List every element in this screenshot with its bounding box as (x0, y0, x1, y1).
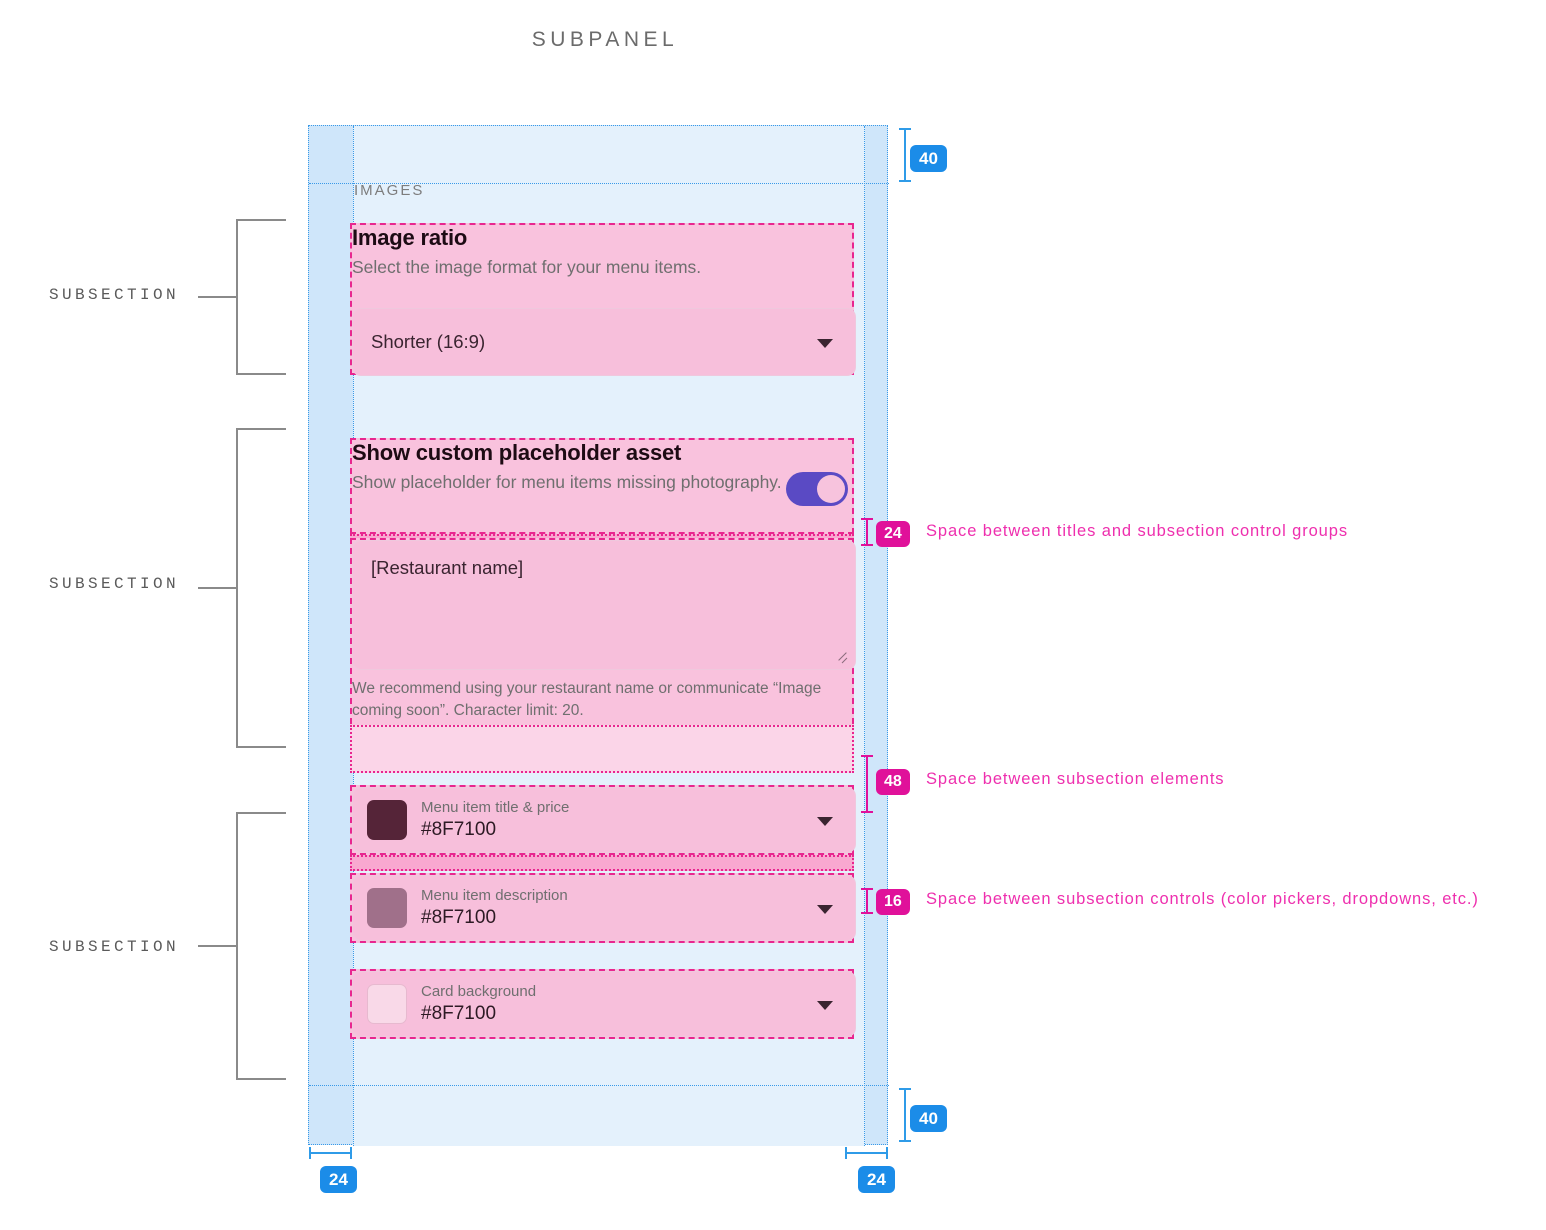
color-picker-value: #8F7100 (421, 819, 497, 841)
bracket-spine (236, 219, 238, 375)
color-picker-value: #8F7100 (421, 907, 497, 929)
color-picker-label: Menu item title & price (421, 798, 570, 816)
measure-rule-pad-left (309, 1147, 352, 1159)
subsection-colors: Menu item title & price #8F7100 Menu ite… (350, 785, 856, 1040)
padding-guide-top (309, 183, 889, 184)
color-picker-row[interactable]: Card background #8F7100 (352, 971, 856, 1038)
bracket-arm-top (236, 812, 286, 814)
measure-rule-title-gap (861, 518, 873, 546)
subsection-bracket-1 (198, 219, 286, 375)
measure-rule-pad-right (845, 1147, 888, 1159)
measure-badge-pad-bottom: 40 (910, 1105, 947, 1132)
subpanel-content: IMAGES Image ratio Select the image form… (350, 182, 856, 1040)
color-picker-row[interactable]: Menu item description #8F7100 (352, 875, 856, 942)
color-picker-label: Menu item description (421, 886, 568, 904)
bracket-connector (198, 945, 236, 947)
resize-handle-icon[interactable] (836, 652, 848, 664)
color-swatch[interactable] (367, 800, 407, 841)
chevron-down-icon (817, 905, 833, 915)
measure-badge-title-gap: 24 (876, 521, 910, 547)
textarea-helper-text: We recommend using your restaurant name … (352, 680, 822, 719)
bracket-arm-bottom (236, 746, 286, 748)
image-ratio-dropdown[interactable]: Shorter (16:9) (352, 307, 856, 376)
placeholder-text-input[interactable]: [Restaurant name] (352, 540, 856, 671)
textarea-value: [Restaurant name] (371, 557, 524, 579)
subsection-label-1: SUBSECTION (49, 286, 180, 304)
overlay-gap-48 (350, 725, 854, 774)
measure-badge-control-gap: 16 (876, 889, 910, 915)
bracket-spine (236, 812, 238, 1080)
toggle-knob (817, 474, 845, 503)
group-description: Select the image format for your menu it… (352, 257, 702, 278)
measure-rule-pad-top (899, 128, 911, 182)
chevron-down-icon (817, 1001, 833, 1011)
measure-badge-element-gap: 48 (876, 769, 910, 795)
bracket-connector (198, 587, 236, 589)
color-picker-value: #8F7100 (421, 1003, 497, 1025)
section-header-images: IMAGES (354, 182, 425, 199)
bracket-spine (236, 428, 238, 748)
measure-badge-pad-right: 24 (858, 1166, 895, 1193)
color-swatch[interactable] (367, 888, 407, 929)
color-swatch[interactable] (367, 984, 407, 1025)
spacer-between-subsections (352, 376, 856, 440)
overlay-placeholder-title (350, 437, 854, 534)
chevron-down-icon (817, 338, 833, 348)
placeholder-toggle[interactable] (786, 471, 848, 506)
measure-badge-pad-left: 24 (320, 1166, 357, 1193)
measure-badge-pad-top: 40 (910, 145, 947, 172)
subsection-bracket-3 (198, 812, 286, 1080)
bracket-connector (198, 296, 236, 298)
bracket-arm-top (236, 219, 286, 221)
bracket-arm-top (236, 428, 286, 430)
color-picker-row[interactable]: Menu item title & price #8F7100 (352, 787, 856, 854)
overlay-gap-16 (350, 855, 854, 872)
measure-rule-element-gap (861, 755, 873, 813)
page-title: SUBPANEL (531, 28, 679, 51)
group-title: Image ratio (352, 225, 468, 250)
dropdown-value: Shorter (16:9) (371, 330, 486, 352)
padding-guide-bottom (309, 1085, 889, 1086)
subsection-bracket-2 (198, 428, 286, 748)
chevron-down-icon (817, 817, 833, 827)
measure-rule-control-gap (861, 888, 873, 914)
bracket-arm-bottom (236, 373, 286, 375)
subsection-label-2: SUBSECTION (49, 575, 180, 593)
bracket-arm-bottom (236, 1078, 286, 1080)
color-picker-label: Card background (421, 982, 537, 1000)
subsection-image-ratio: Image ratio Select the image format for … (350, 223, 856, 376)
subsection-placeholder-asset: Show custom placeholder asset Show place… (350, 437, 856, 774)
measure-rule-pad-bottom (899, 1088, 911, 1142)
note-element-gap: Space between subsection elements (926, 770, 1225, 788)
subsection-label-3: SUBSECTION (49, 938, 180, 956)
group-title: Show custom placeholder asset (352, 439, 682, 465)
note-control-gap: Space between subsection controls (color… (926, 890, 1479, 908)
group-description: Show placeholder for menu items missing … (352, 471, 782, 492)
note-title-gap: Space between titles and subsection cont… (926, 522, 1348, 540)
